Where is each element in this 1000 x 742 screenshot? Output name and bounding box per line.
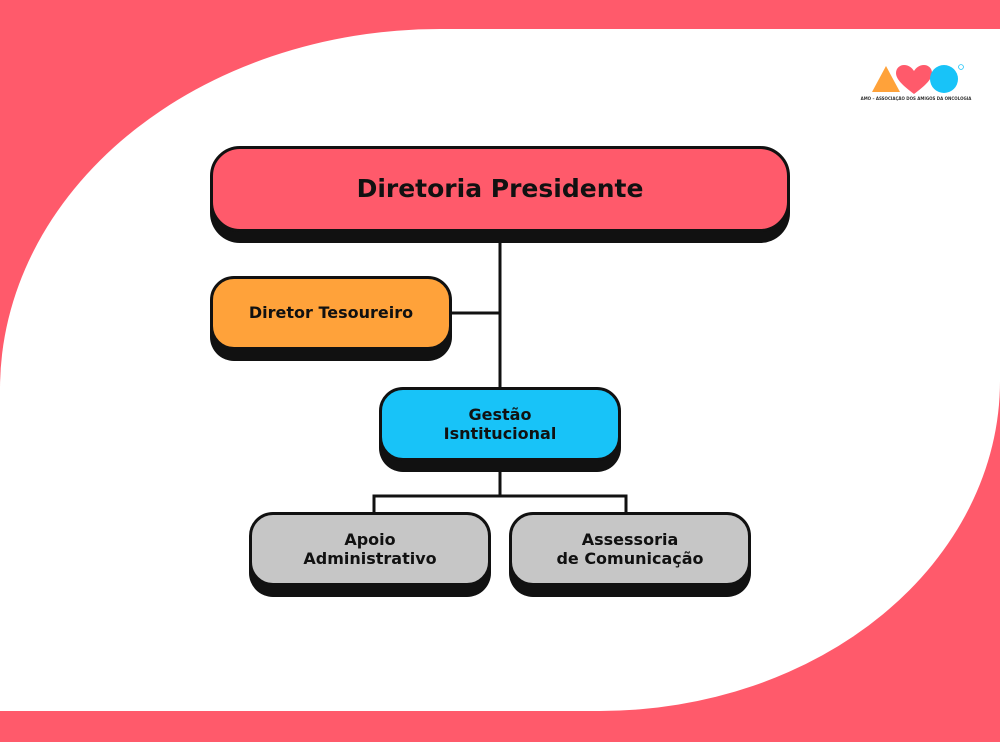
node-assessoria-comunicacao: Assessoria de Comunicação <box>509 512 751 586</box>
registered-icon <box>958 64 964 70</box>
node-label: Diretoria Presidente <box>356 174 644 203</box>
node-gestao-institucional: Gestão Isntitucional <box>379 387 621 461</box>
node-label-line2: de Comunicação <box>556 549 704 568</box>
node-apoio-administrativo: Apoio Administrativo <box>249 512 491 586</box>
node-diretor-tesoureiro: Diretor Tesoureiro <box>210 276 452 350</box>
logo-caption: AMO – ASSOCIAÇÃO DOS AMIGOS DA ONCOLOGIA <box>860 96 972 101</box>
node-label-line1: Assessoria <box>581 529 679 549</box>
node-label-line1: Apoio <box>344 529 396 549</box>
amo-logo <box>872 64 964 94</box>
node-label-line2: Isntitucional <box>443 424 557 443</box>
node-diretoria-presidente: Diretoria Presidente <box>210 146 790 232</box>
node-label-line2: Administrativo <box>303 549 437 568</box>
circle-icon <box>930 65 958 93</box>
node-label-line1: Gestão <box>468 404 532 424</box>
triangle-icon <box>872 66 900 92</box>
heart-icon <box>896 65 932 94</box>
node-label: Diretor Tesoureiro <box>248 303 414 323</box>
